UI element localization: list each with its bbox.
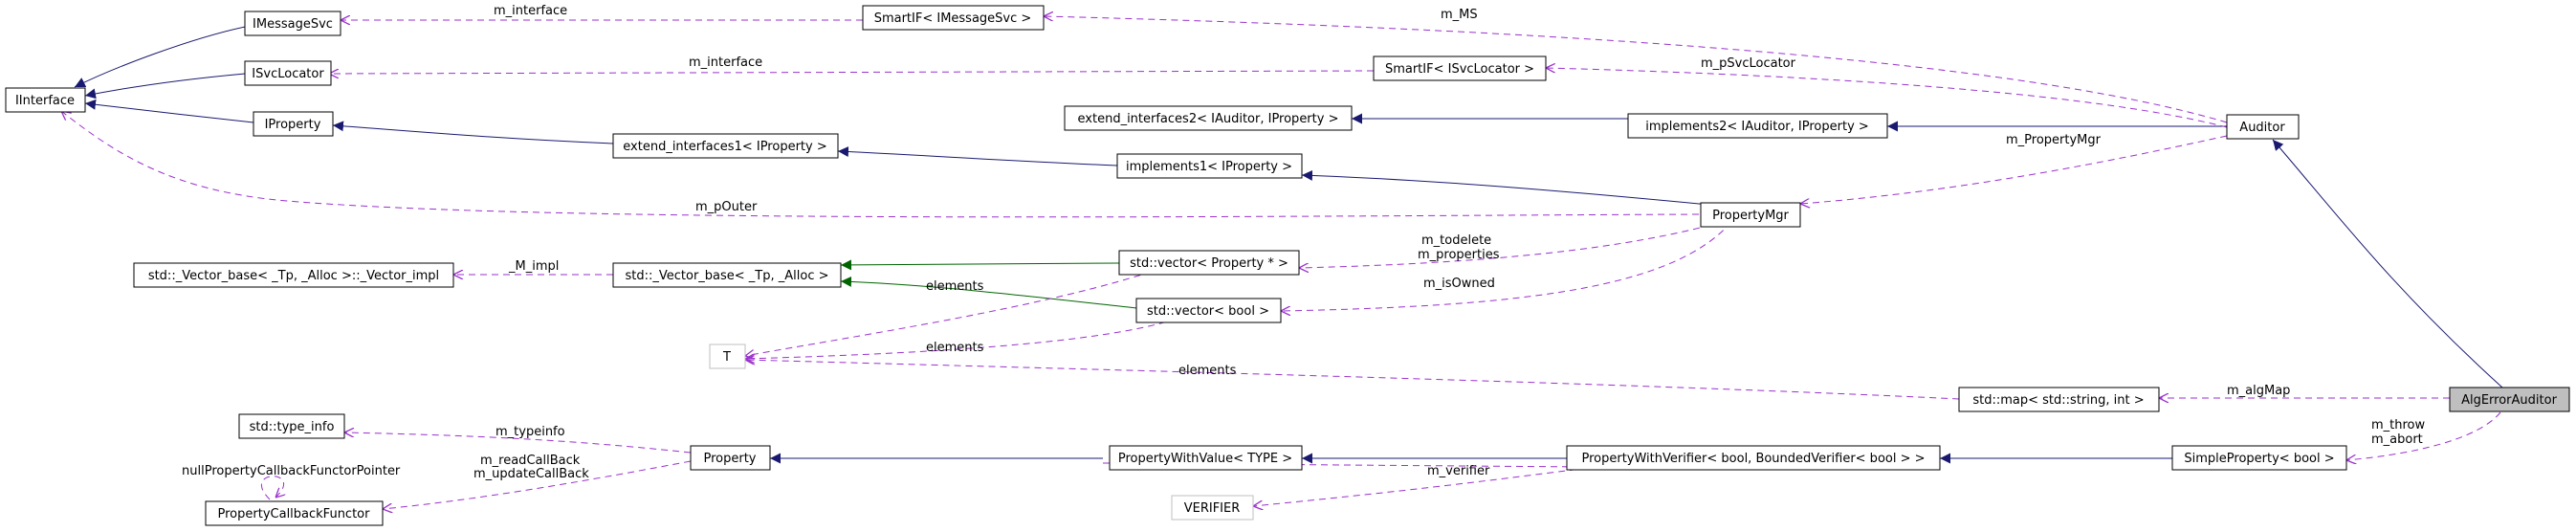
label-elements-3: elements <box>1178 364 1237 378</box>
node-vector-impl[interactable]: std::_Vector_base< _Tp, _Alloc >::_Vecto… <box>133 262 454 288</box>
node-propertywithvalue-label: PropertyWithValue< TYPE > <box>1118 452 1292 466</box>
label-m-interface-2: m_interface <box>689 55 762 70</box>
node-iproperty[interactable]: IProperty <box>253 111 334 137</box>
node-map-string-int[interactable]: std::map< std::string, int > <box>1958 387 2160 412</box>
node-imessagesvc[interactable]: IMessageSvc <box>244 11 341 36</box>
node-type-info-label: std::type_info <box>250 420 335 434</box>
node-verifier-label: VERIFIER <box>1184 501 1241 516</box>
node-implements1-label: implements1< IProperty > <box>1126 160 1292 174</box>
label-m-algmap: m_algMap <box>2227 384 2290 398</box>
label-m-propertymgr: m_PropertyMgr <box>2006 133 2102 147</box>
label-m-psvclocator: m_pSvcLocator <box>1701 56 1796 71</box>
usage-edges <box>61 16 2501 509</box>
node-extend-interfaces1-label: extend_interfaces1< IProperty > <box>623 140 826 154</box>
node-type-info[interactable]: std::type_info <box>238 413 345 439</box>
node-verifier[interactable]: VERIFIER <box>1171 495 1254 521</box>
label-m-typeinfo: m_typeinfo <box>495 425 565 439</box>
node-smartif-isvclocator[interactable]: SmartIF< ISvcLocator > <box>1373 55 1547 81</box>
label-m-throw: m_throw <box>2371 418 2426 432</box>
edge-labels: m_interface m_MS m_interface m_pSvcLocat… <box>182 4 2426 481</box>
node-propertymgr-label: PropertyMgr <box>1712 209 1789 223</box>
label-elements-1: elements <box>926 279 984 294</box>
node-vector-impl-label: std::_Vector_base< _Tp, _Alloc >::_Vecto… <box>148 269 439 283</box>
node-t-label: T <box>722 350 731 365</box>
template-edges <box>840 259 1137 309</box>
node-vector-property-label: std::vector< Property * > <box>1130 256 1288 271</box>
node-propertymgr[interactable]: PropertyMgr <box>1700 202 1801 228</box>
node-auditor[interactable]: Auditor <box>2226 114 2300 140</box>
node-algerrorauditor[interactable]: AlgErrorAuditor <box>2449 387 2570 412</box>
node-extend-interfaces2-label: extend_interfaces2< IAuditor, IProperty … <box>1078 112 1339 126</box>
label-m-interface-1: m_interface <box>494 4 567 18</box>
node-implements2[interactable]: implements2< IAuditor, IProperty > <box>1627 113 1888 139</box>
node-property[interactable]: Property <box>690 445 771 471</box>
node-vector-base-label: std::_Vector_base< _Tp, _Alloc > <box>625 269 828 283</box>
node-extend-interfaces2[interactable]: extend_interfaces2< IAuditor, IProperty … <box>1064 105 1353 131</box>
node-smartif-imessagesvc[interactable]: SmartIF< IMessageSvc > <box>862 5 1045 31</box>
node-map-string-int-label: std::map< std::string, int > <box>1972 393 2144 408</box>
node-propertywithverifier[interactable]: PropertyWithVerifier< bool, BoundedVerif… <box>1566 445 1941 471</box>
label-m-isowned: m_isOwned <box>1423 277 1495 291</box>
node-imessagesvc-label: IMessageSvc <box>253 17 333 32</box>
node-vector-bool[interactable]: std::vector< bool > <box>1135 298 1282 323</box>
label-m-properties: m_properties <box>1418 248 1500 262</box>
node-propertywithverifier-label: PropertyWithVerifier< bool, BoundedVerif… <box>1581 452 1925 466</box>
inheritance-edges <box>74 26 2503 464</box>
node-propertywithvalue[interactable]: PropertyWithValue< TYPE > <box>1109 445 1303 471</box>
node-smartif-isvclocator-label: SmartIF< ISvcLocator > <box>1385 62 1534 77</box>
label-m-readcallback: m_readCallBack <box>480 454 581 468</box>
label-m-pouter: m_pOuter <box>695 200 758 214</box>
node-property-label: Property <box>703 452 756 466</box>
node-simpleproperty[interactable]: SimpleProperty< bool > <box>2171 445 2347 471</box>
node-propertycallbackfunctor[interactable]: PropertyCallbackFunctor <box>205 500 384 526</box>
node-iinterface[interactable]: IInterface <box>5 87 86 113</box>
node-implements2-label: implements2< IAuditor, IProperty > <box>1645 120 1869 134</box>
node-extend-interfaces1[interactable]: extend_interfaces1< IProperty > <box>612 133 839 159</box>
label-m-todelete: m_todelete <box>1421 233 1491 248</box>
node-propertycallbackfunctor-label: PropertyCallbackFunctor <box>218 507 371 521</box>
node-iproperty-label: IProperty <box>265 118 321 132</box>
label-elements-2: elements <box>926 341 984 355</box>
node-implements1[interactable]: implements1< IProperty > <box>1116 153 1303 179</box>
node-isvclocator[interactable]: ISvcLocator <box>244 60 332 86</box>
node-isvclocator-label: ISvcLocator <box>252 67 324 81</box>
label-m-abort: m_abort <box>2371 432 2423 447</box>
node-simpleproperty-label: SimpleProperty< bool > <box>2184 452 2334 466</box>
label-m-verifier: m_verifier <box>1427 464 1490 478</box>
node-auditor-label: Auditor <box>2239 121 2285 135</box>
node-t[interactable]: T <box>709 344 746 369</box>
node-vector-base[interactable]: std::_Vector_base< _Tp, _Alloc > <box>612 262 842 288</box>
node-vector-property[interactable]: std::vector< Property * > <box>1118 250 1300 276</box>
node-iinterface-label: IInterface <box>15 94 75 108</box>
label-m-ms: m_MS <box>1441 8 1478 22</box>
label-m-updatecallback: m_updateCallBack <box>473 467 589 481</box>
node-vector-bool-label: std::vector< bool > <box>1147 304 1269 319</box>
node-smartif-imessagesvc-label: SmartIF< IMessageSvc > <box>874 11 1032 26</box>
label-null-callback-functor: nullPropertyCallbackFunctorPointer <box>182 464 401 478</box>
label-m-impl: _M_impl <box>508 259 559 274</box>
node-algerrorauditor-label: AlgErrorAuditor <box>2461 393 2557 408</box>
